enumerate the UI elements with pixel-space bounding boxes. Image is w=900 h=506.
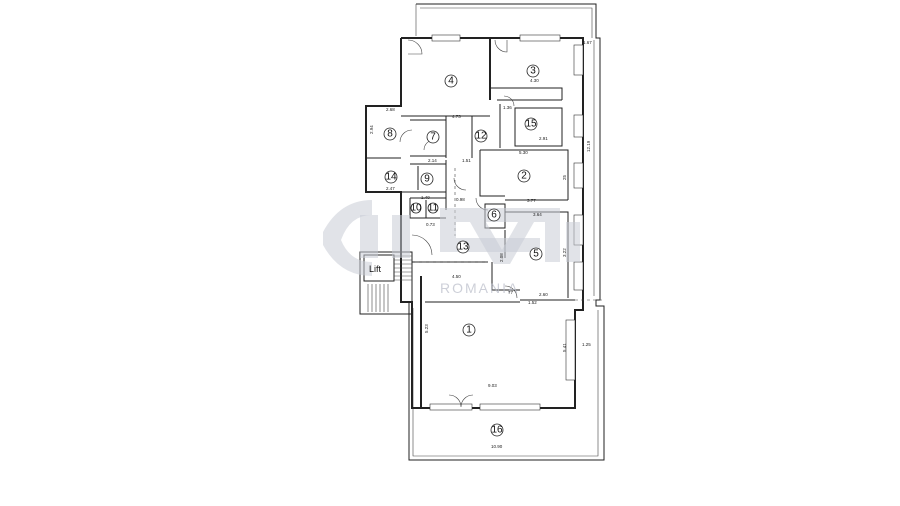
svg-text:5: 5 xyxy=(533,249,539,260)
dim-25: 25 xyxy=(562,174,567,180)
svg-text:2: 2 xyxy=(521,171,527,182)
dim-0-98: 0.98 xyxy=(456,197,465,202)
lift-label: Lift xyxy=(369,264,382,274)
svg-text:4: 4 xyxy=(448,76,454,87)
svg-text:15: 15 xyxy=(525,119,537,130)
dim-1-36: 1.36 xyxy=(503,105,512,110)
room-labels: 4 3 15 12 7 8 2 14 9 10 11 6 13 5 1 16 xyxy=(383,64,543,437)
dim-5-30: 5.30 xyxy=(519,150,528,155)
dim-77: 77 xyxy=(508,290,514,295)
room-9-label: 9 xyxy=(420,172,434,186)
svg-text:9: 9 xyxy=(424,174,430,185)
room-15-label: 15 xyxy=(524,117,538,131)
room-12-label: 12 xyxy=(474,129,488,143)
dim-2-94: 2.94 xyxy=(369,125,374,134)
room-4-label: 4 xyxy=(444,74,458,88)
room-6-label: 6 xyxy=(487,208,501,222)
dim-0-73: 0.73 xyxy=(426,222,435,227)
dim-9-03: 9.03 xyxy=(488,383,497,388)
room-16-label: 16 xyxy=(490,423,504,437)
dim-1-52: 1.52 xyxy=(528,300,537,305)
room-13-label: 13 xyxy=(456,240,470,254)
dim-4-73: 4.73 xyxy=(452,114,461,119)
dim-2-14: 2.14 xyxy=(428,158,437,163)
svg-text:10: 10 xyxy=(410,203,422,214)
svg-text:7: 7 xyxy=(430,132,436,143)
room-1-label: 1 xyxy=(462,323,476,337)
room-3-label: 3 xyxy=(526,64,540,78)
dim-3-77: 3.77 xyxy=(527,198,536,203)
svg-text:14: 14 xyxy=(385,172,397,183)
dim-5-41: 5.41 xyxy=(562,343,567,352)
dim-2-91: 2.91 xyxy=(539,136,548,141)
stairs xyxy=(359,251,413,315)
dim-12-19: 12.19 xyxy=(586,140,591,152)
svg-text:11: 11 xyxy=(428,203,439,214)
svg-text:6: 6 xyxy=(491,210,497,221)
watermark-subtitle: ROMANIA xyxy=(440,280,519,296)
svg-text:13: 13 xyxy=(457,242,469,253)
svg-text:8: 8 xyxy=(387,129,393,140)
dim-2-60: 2.60 xyxy=(539,292,548,297)
dim-10-90: 10.90 xyxy=(491,444,503,449)
svg-text:3: 3 xyxy=(530,66,536,77)
room-10-label: 10 xyxy=(410,203,422,214)
room-5-label: 5 xyxy=(529,247,543,261)
svg-text:1: 1 xyxy=(466,325,472,336)
room-7-label: 7 xyxy=(426,130,440,144)
dim-1-67: 1.67 xyxy=(583,40,592,45)
door-swings xyxy=(399,39,518,408)
dim-4-50: 4.50 xyxy=(452,274,461,279)
dim-2-47: 2.47 xyxy=(386,186,395,191)
room-14-label: 14 xyxy=(384,170,398,184)
dim-1-51: 1.51 xyxy=(462,158,471,163)
dim-2-68: 2.68 xyxy=(386,107,395,112)
room-11-label: 11 xyxy=(427,203,439,214)
dim-1-40: 1.40 xyxy=(421,195,430,200)
watermark: ROMANIA xyxy=(323,200,580,296)
room-8-label: 8 xyxy=(383,127,397,141)
dimension-labels: 1.67 12.19 1.25 4.73 5.30 3.77 3.64 4.50… xyxy=(369,40,592,449)
dim-5-23: 5.23 xyxy=(424,324,429,333)
svg-text:16: 16 xyxy=(491,425,503,436)
dim-3-64: 3.64 xyxy=(533,212,542,217)
dim-2-08: 2.08 xyxy=(499,253,504,262)
dim-3-22: 3.22 xyxy=(562,248,567,257)
room-2-label: 2 xyxy=(517,169,531,183)
svg-text:12: 12 xyxy=(475,131,487,142)
dim-4-30: 4.30 xyxy=(530,78,539,83)
dim-1-25: 1.25 xyxy=(582,342,591,347)
